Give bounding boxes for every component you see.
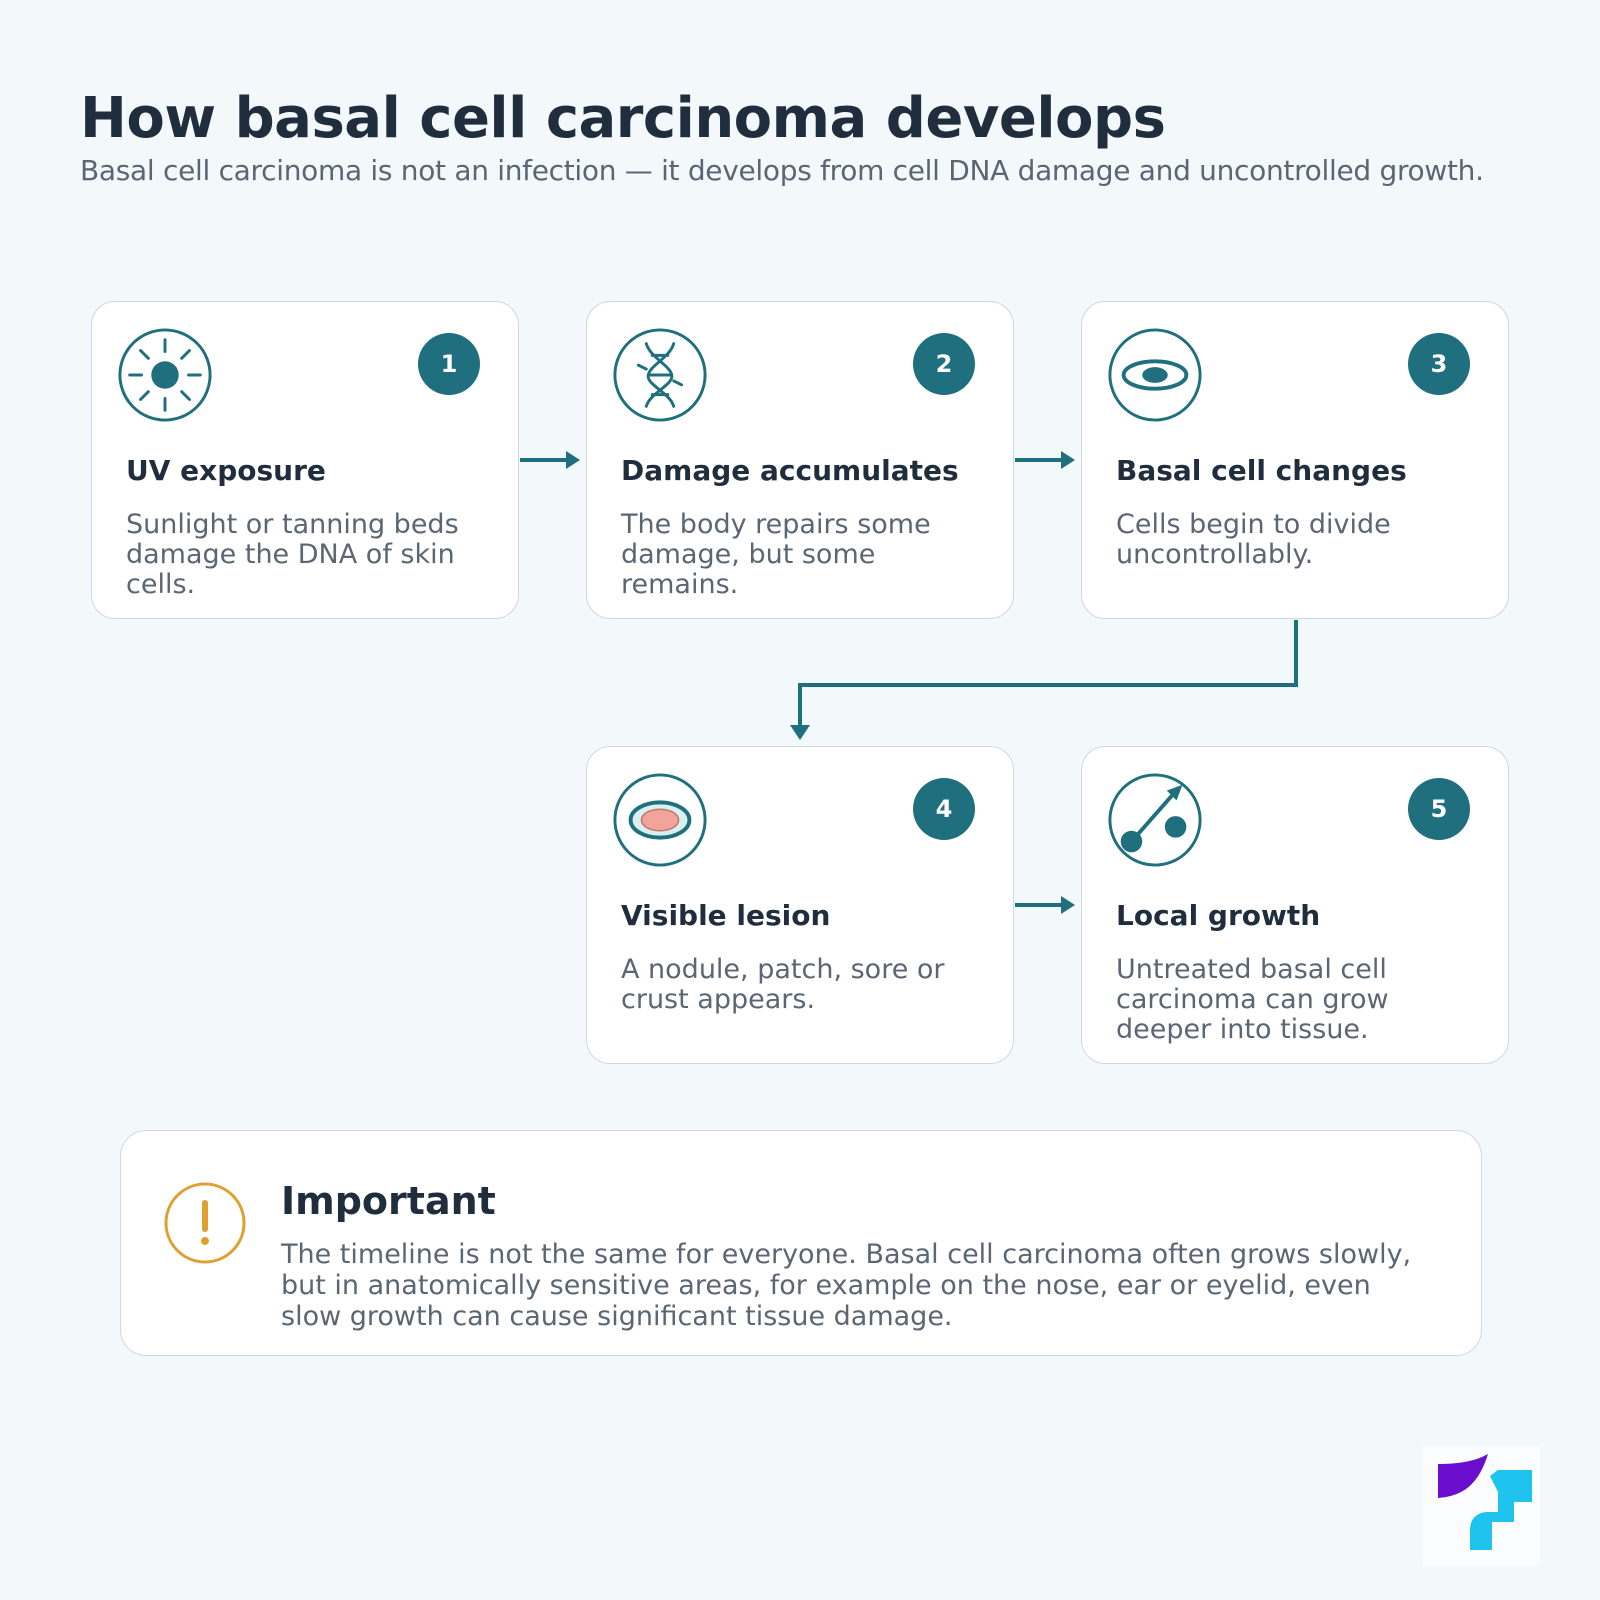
step-description: Sunlight or tanning beds damage the DNA … [126, 509, 459, 600]
step-description: Cells begin to divide uncontrollably. [1116, 509, 1391, 570]
step-card-basal-cell-changes: 3 Basal cell changes Cells begin to divi… [1081, 301, 1509, 619]
cell-icon [1108, 328, 1202, 422]
page-title: How basal cell carcinoma develops [80, 86, 1166, 151]
step-number-badge: 5 [1408, 778, 1470, 840]
step-card-local-growth: 5 Local growth Untreated basal cell carc… [1081, 746, 1509, 1064]
step-card-uv-exposure: 1 UV exposure Sunlight or tanning beds d… [91, 301, 519, 619]
step-description: Untreated basal cell carcinoma can grow … [1116, 954, 1389, 1045]
note-text: The timeline is not the same for everyon… [281, 1239, 1412, 1332]
step-title: UV exposure [126, 454, 326, 487]
step-title: Basal cell changes [1116, 454, 1407, 487]
step-description: A nodule, patch, sore or crust appears. [621, 954, 945, 1015]
warning-icon [164, 1182, 246, 1264]
step-title: Visible lesion [621, 899, 831, 932]
important-note-panel: Important The timeline is not the same f… [120, 1130, 1482, 1356]
step-number-badge: 1 [418, 333, 480, 395]
dna-icon [613, 328, 707, 422]
step-number-badge: 3 [1408, 333, 1470, 395]
step-title: Local growth [1116, 899, 1321, 932]
page-subtitle: Basal cell carcinoma is not an infection… [80, 154, 1484, 187]
step-number-badge: 2 [913, 333, 975, 395]
step-description: The body repairs some damage, but some r… [621, 509, 931, 600]
brand-logo [1422, 1446, 1540, 1566]
sun-icon [118, 328, 212, 422]
arrow-3-to-4 [798, 620, 1298, 727]
step-title: Damage accumulates [621, 454, 959, 487]
note-title: Important [281, 1179, 496, 1223]
step-card-visible-lesion: 4 Visible lesion A nodule, patch, sore o… [586, 746, 1014, 1064]
lesion-icon [613, 773, 707, 867]
step-number-badge: 4 [913, 778, 975, 840]
growth-icon [1108, 773, 1202, 867]
step-card-damage-accumulates: 2 Damage accumulates The body repairs so… [586, 301, 1014, 619]
